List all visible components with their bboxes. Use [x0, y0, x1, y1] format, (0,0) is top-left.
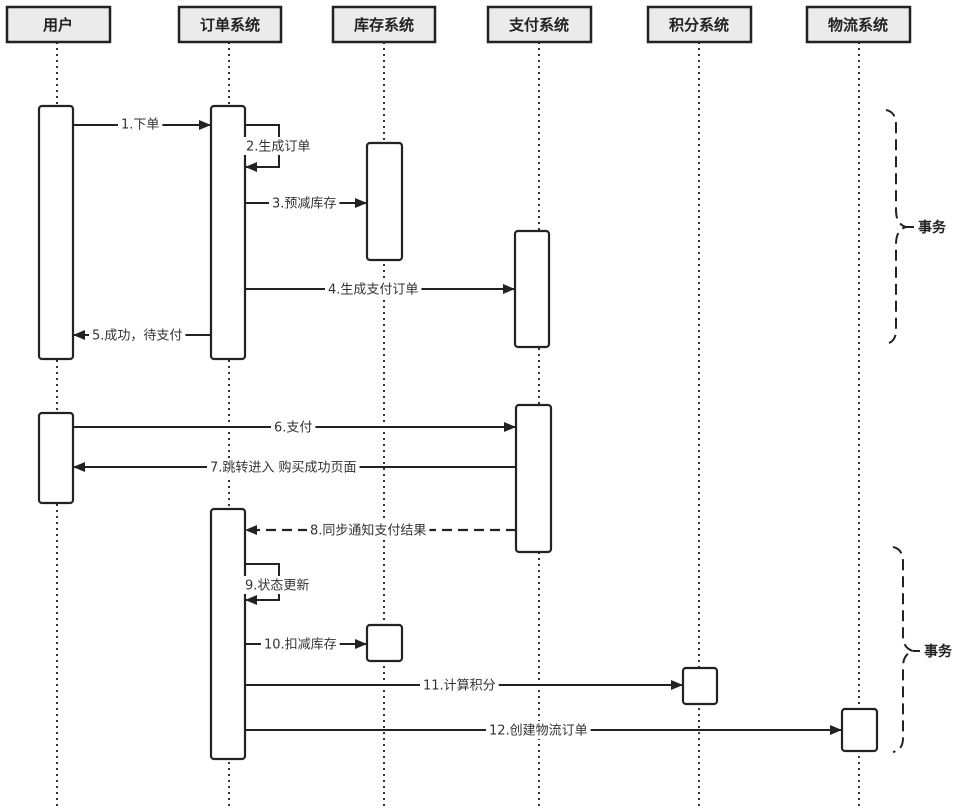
participant-label: 用户: [43, 16, 73, 34]
participant-inventory[interactable]: 库存系统: [331, 5, 437, 44]
message-label: 2.生成订单: [246, 140, 310, 155]
message-label: 5.成功，待支付: [92, 329, 182, 344]
message-7: 7.跳转进入 购买成功页面: [73, 458, 516, 476]
participant-label: 积分系统: [669, 16, 729, 34]
participant-payment[interactable]: 支付系统: [486, 5, 593, 44]
activation-order-2: [209, 507, 247, 761]
participant-label: 库存系统: [354, 16, 414, 34]
message-label: 11.计算积分: [423, 679, 496, 694]
activation-payment-2: [514, 403, 553, 554]
message-8: 8.同步通知支付结果: [245, 521, 516, 539]
message-label: 4.生成支付订单: [328, 283, 418, 298]
message-label: 1.下单: [121, 118, 159, 133]
message-9: 9.状态更新: [242, 563, 313, 605]
participant-points[interactable]: 积分系统: [646, 5, 753, 44]
activation-payment-1: [513, 229, 551, 349]
activation-inventory-2: [365, 623, 404, 663]
message-label: 10.扣减库存: [264, 637, 337, 653]
transaction-label: 事务: [924, 643, 953, 660]
message-label: 6.支付: [274, 421, 312, 436]
message-2: 2.生成订单: [243, 124, 314, 172]
message-11: 11.计算积分: [245, 676, 683, 694]
message-3: 3.预减库存: [245, 194, 367, 212]
message-label: 7.跳转进入 购买成功页面: [210, 460, 357, 476]
activation-points: [681, 666, 719, 706]
participant-label: 物流系统: [828, 16, 888, 34]
participant-logistics[interactable]: 物流系统: [805, 5, 912, 44]
message-label: 3.预减库存: [272, 196, 336, 212]
messages: 1.下单 2.生成订单 3.预减库存 4.生成支付订单 5.成功，待支付: [73, 116, 842, 739]
activation-logistics: [840, 707, 879, 753]
participant-label: 支付系统: [508, 16, 569, 34]
message-4: 4.生成支付订单: [245, 280, 515, 298]
participant-label: 订单系统: [200, 16, 260, 34]
message-label: 12.创建物流订单: [489, 724, 588, 739]
participant-user[interactable]: 用户: [5, 5, 112, 44]
activations: [37, 104, 879, 761]
message-label: 8.同步通知支付结果: [310, 523, 426, 539]
activation-user-2: [37, 411, 75, 505]
activation-inventory-1: [365, 141, 404, 262]
brace-icon: [885, 109, 910, 345]
participant-order[interactable]: 订单系统: [177, 5, 283, 44]
activation-user-1: [37, 104, 75, 361]
message-5: 5.成功，待支付: [73, 326, 211, 344]
message-label: 9.状态更新: [245, 578, 309, 594]
transaction-label: 事务: [918, 219, 947, 236]
message-6: 6.支付: [73, 418, 516, 436]
brace-icon: [892, 546, 917, 753]
message-10: 10.扣减库存: [245, 635, 367, 653]
message-1: 1.下单: [73, 116, 211, 134]
activation-order-1: [209, 104, 247, 361]
transaction-group-1: 事务: [885, 109, 947, 345]
message-12: 12.创建物流订单: [245, 721, 842, 739]
transaction-group-2: 事务: [892, 546, 953, 753]
